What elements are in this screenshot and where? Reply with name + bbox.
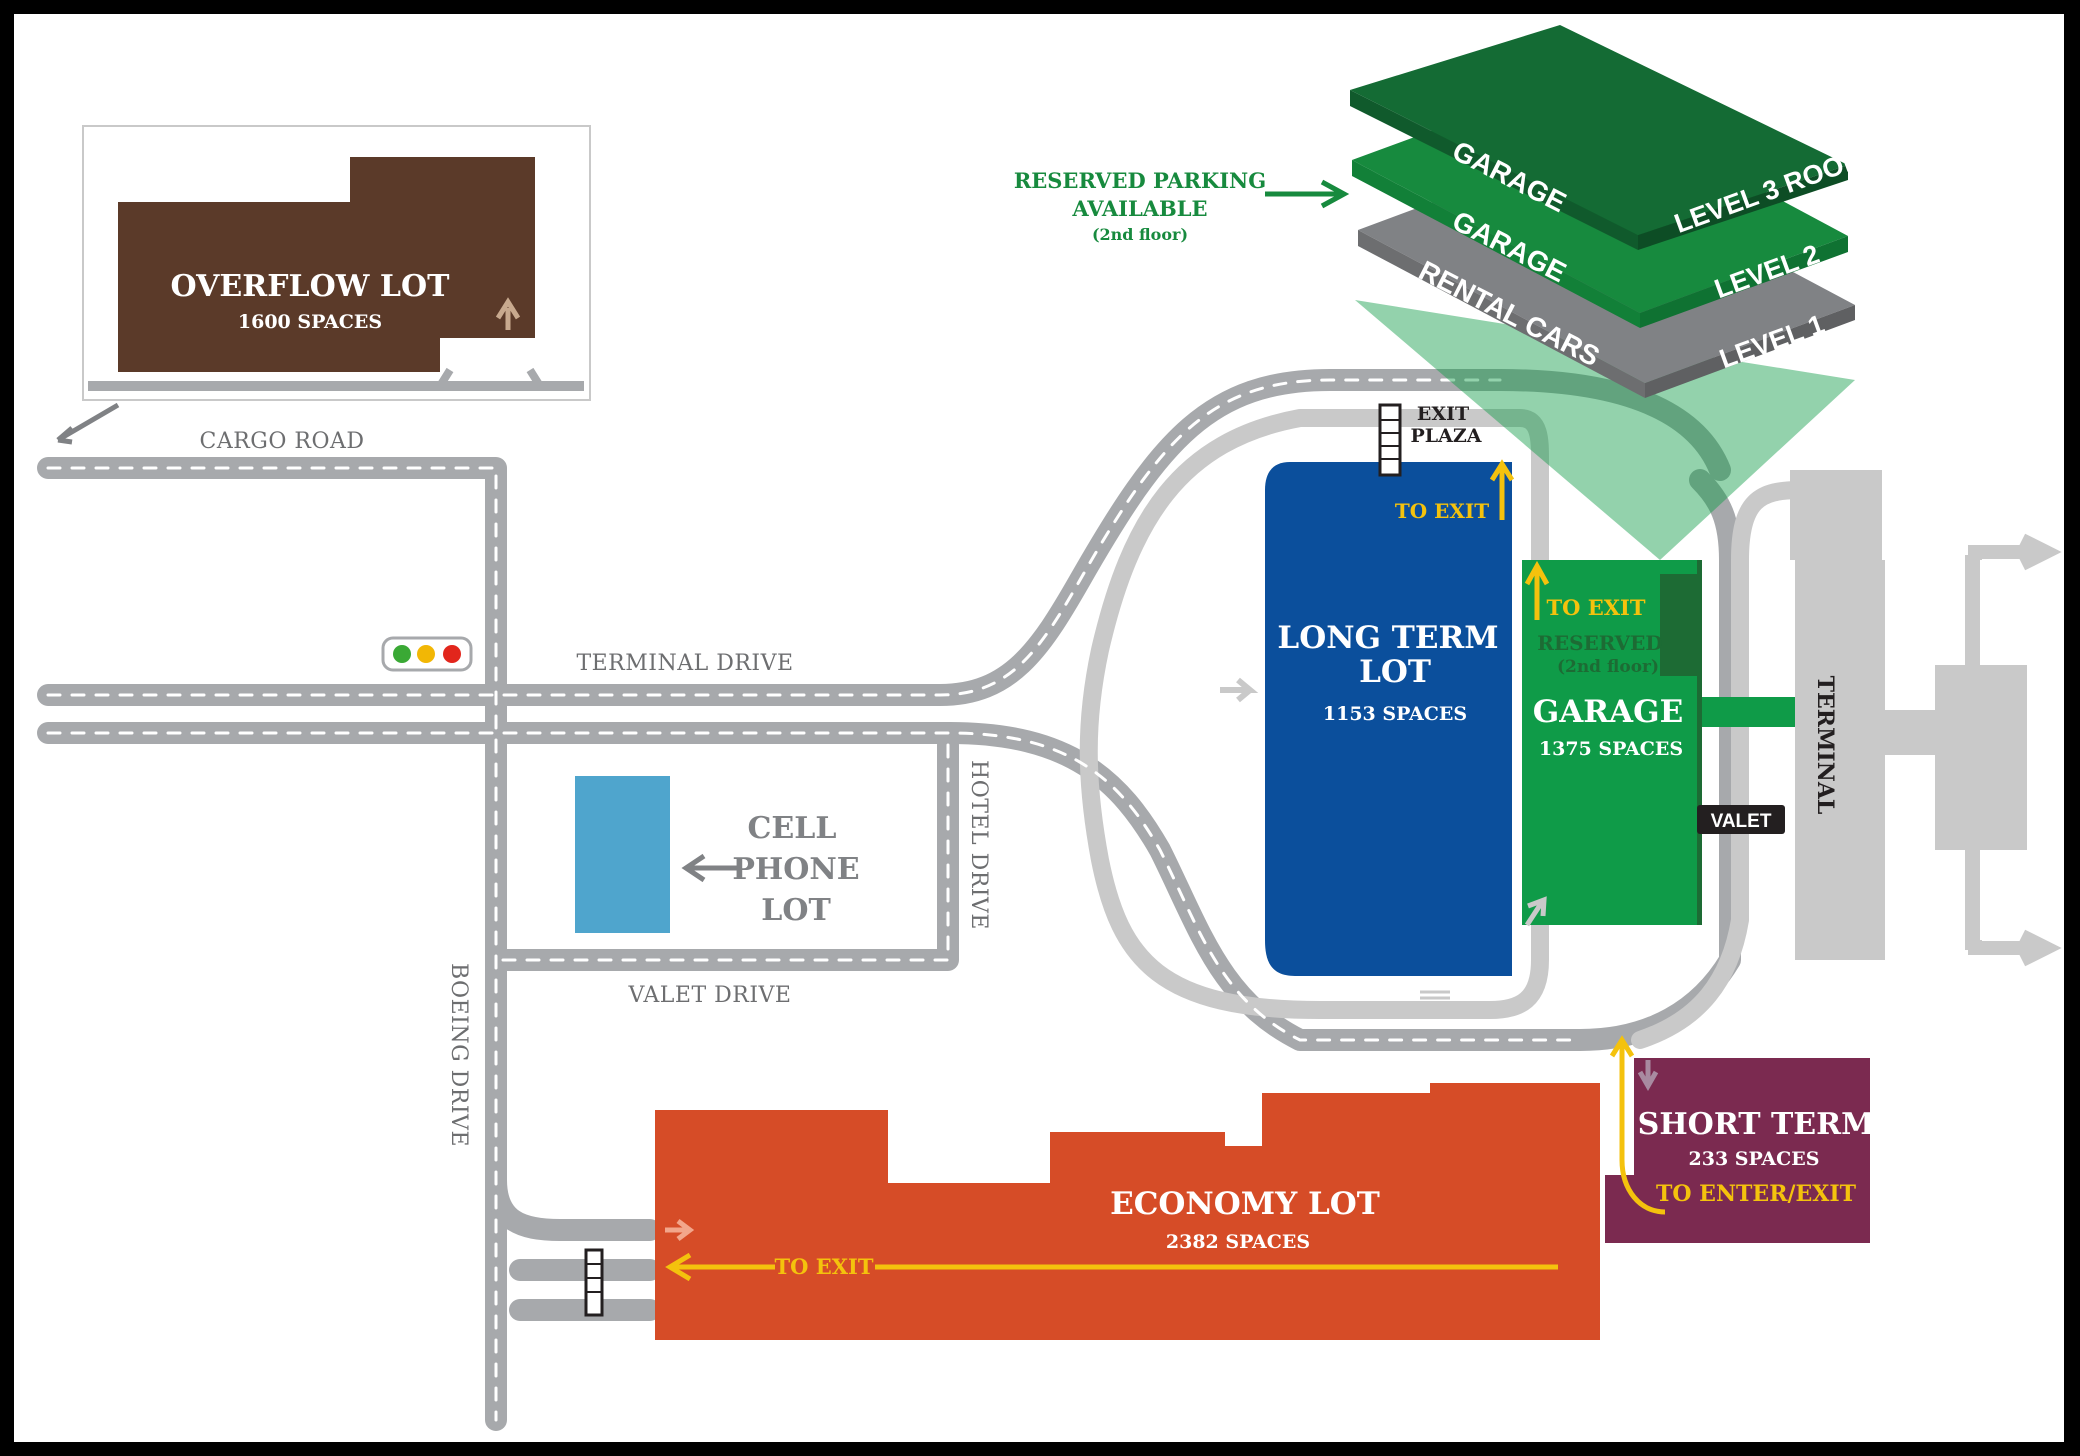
exit-plaza-gate-icon <box>1378 403 1402 477</box>
economy-gate-stripes <box>586 1263 602 1293</box>
garage-exit-arrow <box>1524 560 1550 620</box>
economy-lot-shape[interactable] <box>655 1083 1600 1340</box>
garage-terminal-walkway <box>1702 697 1802 727</box>
short-term-enter-exit-path <box>1609 1035 1666 1215</box>
cell-phone-lot-shape[interactable] <box>575 776 670 933</box>
valet-label: VALET <box>1711 811 1772 832</box>
cell-phone-lot-line3: LOT <box>761 893 831 928</box>
traffic-light-green <box>393 645 411 663</box>
arrow-left-icon <box>681 853 738 883</box>
traffic-light-yellow <box>417 645 435 663</box>
short-term-spaces: 233 SPACES <box>1689 1148 1820 1170</box>
overflow-driveway <box>436 367 544 389</box>
valet-badge <box>1697 805 1785 834</box>
garage-spaces: 1375 SPACES <box>1539 738 1683 760</box>
short-term-entry-arrow <box>1637 1060 1659 1092</box>
terminal-loop-road <box>1631 481 1809 1049</box>
economy-lot-spaces: 2382 SPACES <box>1166 1231 1310 1253</box>
economy-entry-arrow <box>665 1219 695 1241</box>
long-term-name-line1: LONG TERM <box>1277 620 1498 656</box>
traffic-light-icon <box>381 636 473 672</box>
economy-lot-name: ECONOMY LOT <box>1110 1186 1380 1222</box>
terminal-center-block <box>1885 710 1935 755</box>
long-term-entry-arrow <box>1220 677 1259 703</box>
garage-name: GARAGE <box>1533 694 1683 730</box>
road-dashes <box>46 378 1582 1422</box>
garage-level-stack: GARAGE LEVEL 3 ROOF GARAGE LEVEL 2 RENTA… <box>1350 25 1863 398</box>
economy-gate-booth <box>584 1248 604 1317</box>
short-term-name: SHORT TERM <box>1638 1107 1875 1142</box>
reserved-callout-line1: RESERVED PARKING <box>1014 168 1266 193</box>
short-term-lot-shape[interactable] <box>1605 1058 1870 1243</box>
level2-front <box>1352 160 1640 328</box>
overflow-lot-spaces: 1600 SPACES <box>238 311 382 333</box>
economy-to-exit-bg <box>775 1252 875 1282</box>
reserved-callout-line2: AVAILABLE <box>1071 196 1207 221</box>
cargo-road-label: CARGO ROAD <box>199 429 364 454</box>
terminal-building <box>1790 470 2027 960</box>
long-term-spaces: 1153 SPACES <box>1323 703 1467 725</box>
exit-plaza-booth <box>1378 403 1402 477</box>
arrow-down-left-icon <box>56 402 120 445</box>
hotel-drive-label: HOTEL DRIVE <box>966 760 991 930</box>
cell-phone-lot-line2: PHONE <box>732 852 859 887</box>
terminal-connector-top <box>1965 555 1980 665</box>
level1-front <box>1358 230 1645 398</box>
garage-entry-arrow <box>1524 896 1547 927</box>
reserved-callout-arrow <box>1265 179 1350 209</box>
reserved-callout-note: (2nd floor) <box>1092 225 1188 244</box>
level3-front <box>1350 90 1638 250</box>
terminal-exit-arrow-top <box>1968 533 2062 571</box>
long-term-to-exit: TO EXIT <box>1395 499 1489 523</box>
valet-drive-label: VALET DRIVE <box>628 983 792 1008</box>
cell-phone-lot-line1: CELL <box>748 811 837 846</box>
long-term-exit-arrow <box>1489 459 1515 520</box>
terminal-right-block <box>1935 665 2027 850</box>
exit-plaza-line2: PLAZA <box>1411 425 1482 447</box>
garage-reserved: RESERVED <box>1537 631 1663 655</box>
overflow-lot-inset: OVERFLOW LOT 1600 SPACES <box>56 125 591 445</box>
boeing-drive-label: BOEING DRIVE <box>446 963 471 1147</box>
long-term-gate-icon <box>1420 990 1450 1006</box>
garage-to-exit: TO EXIT <box>1547 595 1646 620</box>
overflow-lot-shape[interactable] <box>118 157 535 372</box>
garage-right-edge <box>1697 560 1702 925</box>
economy-access-road <box>485 1169 661 1241</box>
long-term-lot-shape[interactable] <box>1265 462 1512 976</box>
terminal-exit-arrow-bottom <box>1968 929 2062 967</box>
economy-gate-icon <box>584 1248 604 1317</box>
short-term-to-enter-exit: TO ENTER/EXIT <box>1656 1181 1857 1207</box>
exit-plaza-line1: EXIT <box>1417 403 1469 425</box>
arrow-up-right-icon <box>495 297 521 330</box>
level2-side <box>1640 236 1848 328</box>
exit-plaza-booth-stripes <box>1380 419 1400 460</box>
level3-side <box>1638 165 1848 250</box>
terminal-connector-bottom <box>1965 850 1980 950</box>
terminal-main-body <box>1795 560 1885 960</box>
terminal-label: TERMINAL <box>1812 676 1838 815</box>
level3-top <box>1350 25 1848 235</box>
long-term-name-line2: LOT <box>1359 654 1431 690</box>
terminal-drive-label: TERMINAL DRIVE <box>576 651 793 676</box>
traffic-light-red <box>443 645 461 663</box>
garage-reserved-block <box>1660 574 1697 676</box>
garage-reserved-note: (2nd floor) <box>1557 657 1659 677</box>
overflow-lot-name: OVERFLOW LOT <box>171 269 451 304</box>
inner-loop-road <box>1079 409 1549 1019</box>
terminal-upper-block <box>1790 470 1882 560</box>
economy-to-exit: TO EXIT <box>775 1254 874 1279</box>
level1-side <box>1645 305 1855 398</box>
